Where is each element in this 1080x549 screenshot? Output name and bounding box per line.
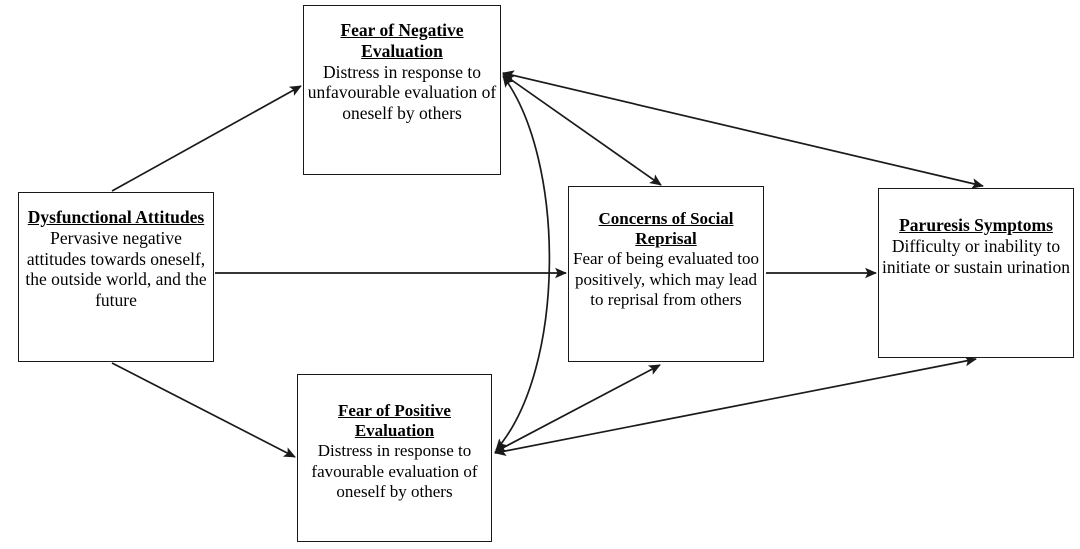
node-fear-negative-evaluation[interactable]: Fear of Negative Evaluation Distress in … — [303, 5, 501, 175]
edge-fne-ps-bidirectional — [502, 70, 984, 189]
edge-da-to-fne — [111, 85, 302, 192]
node-title: Fear of Negative Evaluation — [340, 20, 464, 61]
edge-fne-fpe-bidirectional-curved — [495, 75, 551, 451]
node-description: Distress in response to unfavourable eva… — [307, 61, 497, 124]
node-description: Pervasive negative attitudes towards one… — [25, 227, 207, 311]
edge-fne-csr-bidirectional — [502, 73, 662, 186]
node-title: Dysfunctional Attitudes — [27, 207, 205, 227]
node-fear-positive-evaluation[interactable]: Fear of Positive Evaluation Distress in … — [297, 374, 492, 542]
node-title: Concerns of Social Reprisal — [598, 209, 734, 249]
node-description: Difficulty or inability to initiate or s… — [881, 235, 1071, 277]
node-title: Fear of Positive Evaluation — [338, 401, 451, 441]
node-title: Paruresis Symptoms — [899, 215, 1053, 235]
node-paruresis-symptoms[interactable]: Paruresis Symptoms Difficulty or inabili… — [878, 188, 1074, 358]
edge-fpe-ps-bidirectional — [494, 355, 977, 457]
node-description: Fear of being evaluated too positively, … — [573, 249, 759, 309]
node-dysfunctional-attitudes[interactable]: Dysfunctional Attitudes Pervasive negati… — [18, 192, 214, 362]
edge-fpe-csr-bidirectional — [494, 364, 661, 453]
node-concerns-social-reprisal[interactable]: Concerns of Social Reprisal Fear of bein… — [568, 186, 764, 362]
node-description: Distress in response to favourable evalu… — [311, 441, 478, 501]
edge-da-to-fpe — [111, 362, 296, 458]
